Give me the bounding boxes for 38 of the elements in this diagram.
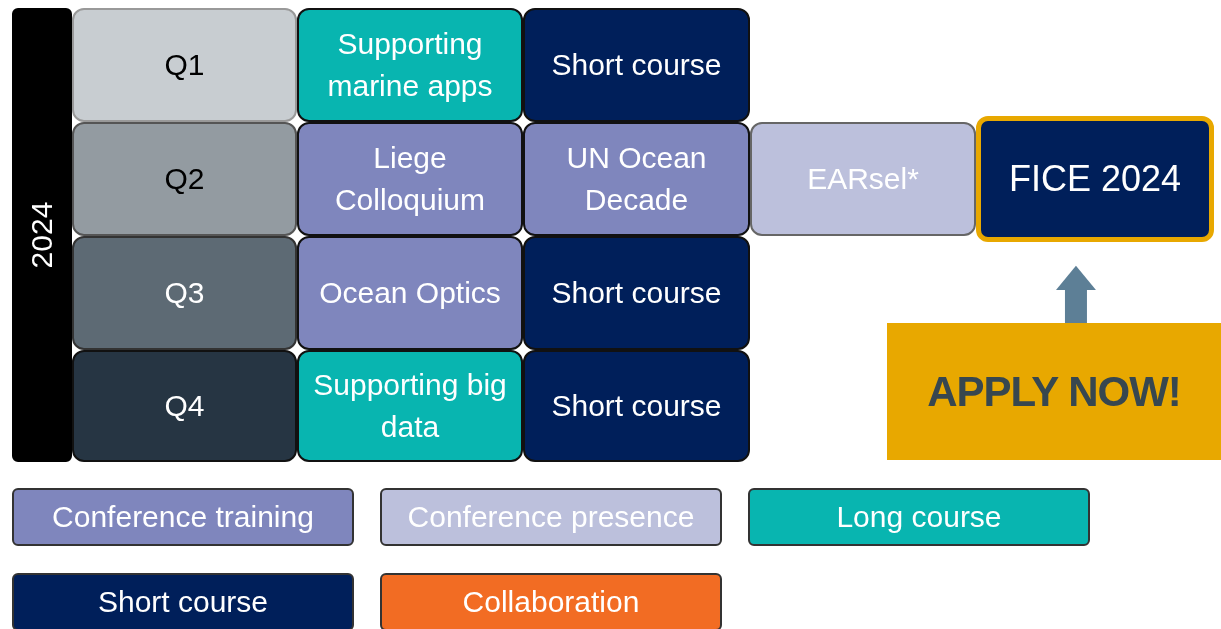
box-label: Short course (550, 275, 723, 311)
event-box (297, 236, 523, 350)
event-box (523, 122, 750, 236)
arrow (1055, 265, 1096, 323)
event-box (297, 8, 523, 122)
call-to-action-text: APPLY NOW! (927, 370, 1181, 413)
quarter-box (72, 236, 297, 350)
box-label: Short course (550, 47, 723, 83)
legend-swatch: Long course (748, 488, 1090, 546)
event-box (523, 350, 750, 462)
quarter-box (72, 122, 297, 236)
year-bar (12, 8, 72, 462)
year-label: 2024 (24, 201, 59, 269)
quarter-box (72, 8, 297, 122)
event-box (523, 8, 750, 122)
legend-swatch: Conference presence (380, 488, 722, 546)
box-label: Short course (550, 388, 723, 424)
box-label: EARsel* (806, 161, 920, 197)
event-box (750, 122, 976, 236)
box-label: FICE 2024 (1008, 158, 1182, 200)
box-label: Q2 (163, 161, 206, 197)
quarter-box (72, 350, 297, 462)
box-label: Supporting big data (312, 367, 508, 445)
event-box (976, 116, 1214, 242)
box-label: Liege Colloquium (333, 140, 487, 218)
event-box (297, 122, 523, 236)
box-label: Q1 (163, 47, 206, 83)
event-box (297, 350, 523, 462)
callout-box (887, 323, 1221, 460)
legend-swatch: Collaboration (380, 573, 722, 629)
box-label: Q3 (163, 275, 206, 311)
box-label: UN Ocean Decade (565, 140, 708, 218)
event-box (523, 236, 750, 350)
box-label: Supporting marine apps (326, 26, 494, 104)
box-label: Q4 (163, 388, 206, 424)
box-label: Ocean Optics (318, 275, 502, 311)
legend-swatch: Conference training (12, 488, 354, 546)
legend-swatch: Short course (12, 573, 354, 629)
